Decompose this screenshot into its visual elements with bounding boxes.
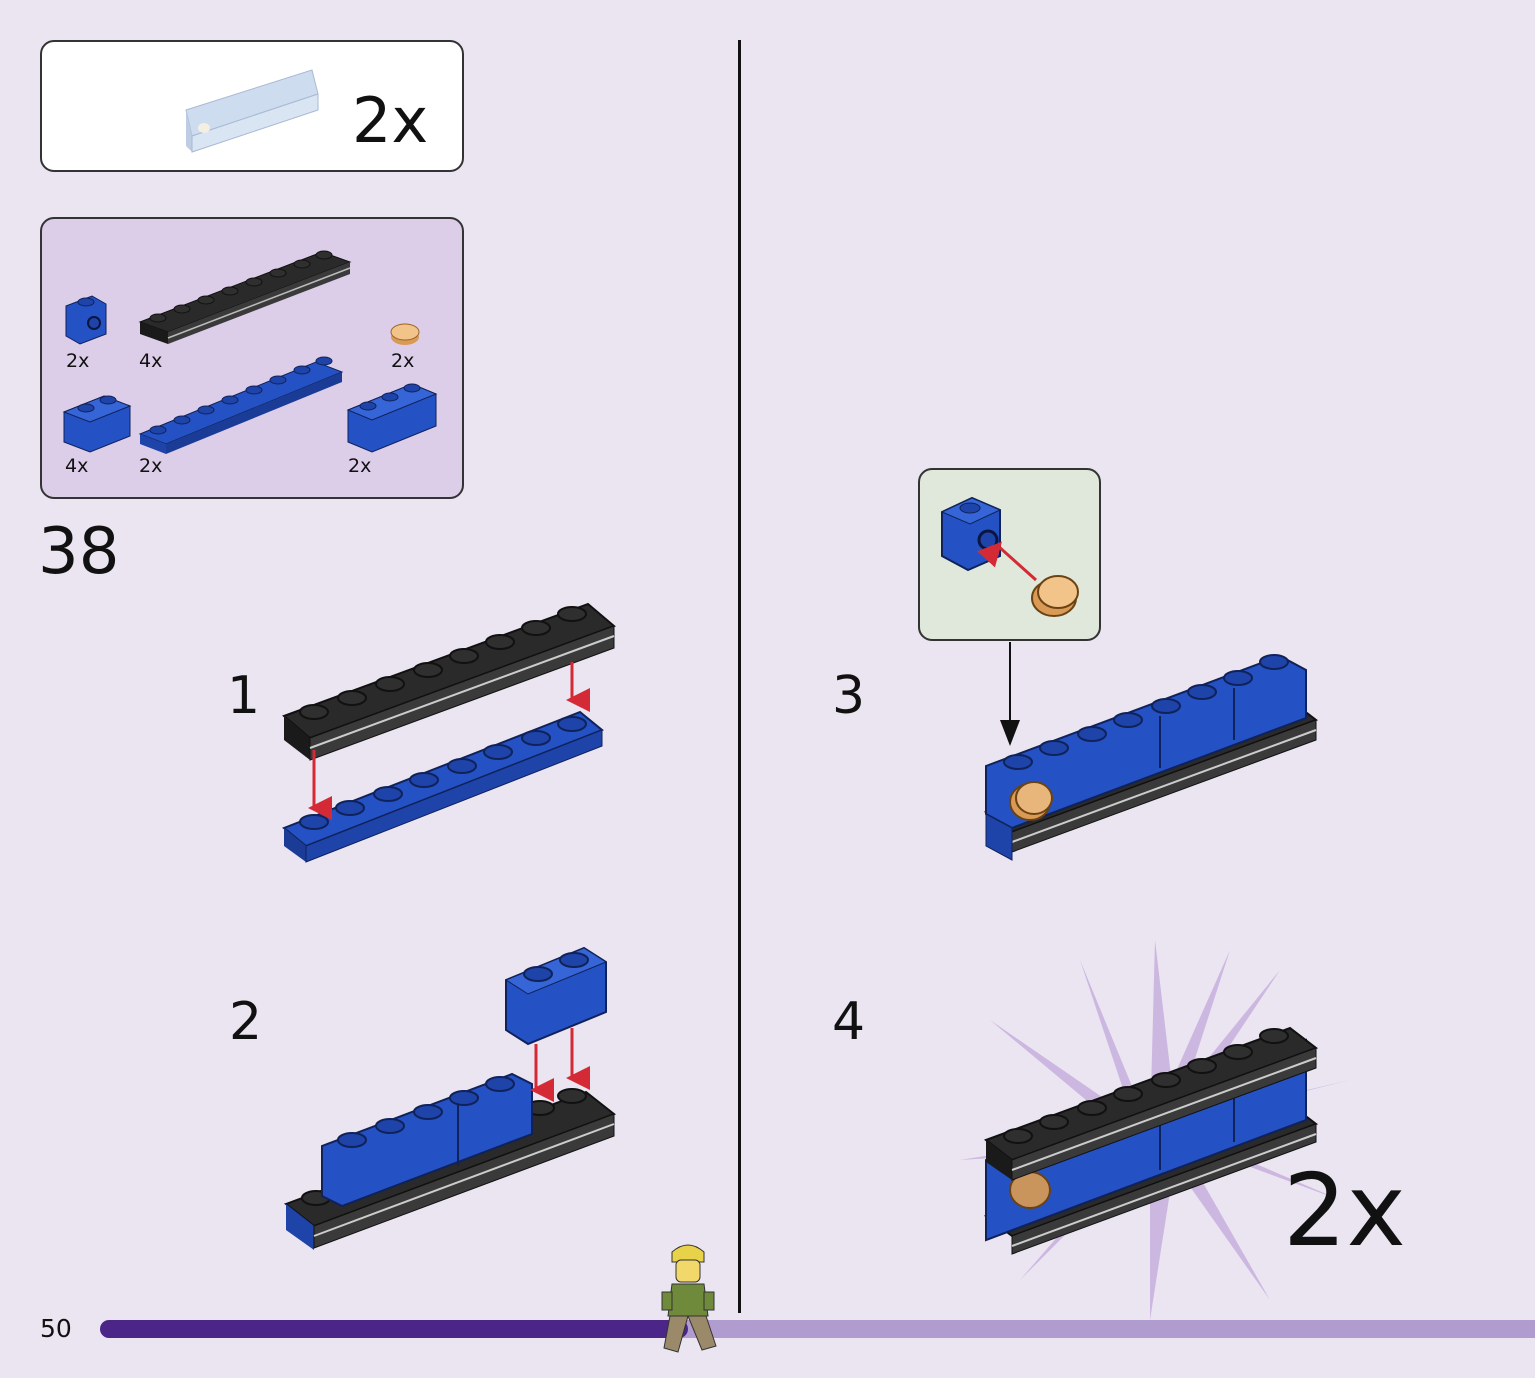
callout-illustration [940,496,1079,746]
build-step-number: 38 [38,515,120,589]
substep-number: 1 [227,666,261,726]
part-tan-round-tile-icon [390,323,420,345]
part-quantity: 2x [66,350,90,372]
part-quantity: 2x [139,455,163,477]
part-blue-1x2-brick-icon [62,395,132,453]
final-assembly-quantity: 2x [1283,1152,1406,1269]
parts-list-box [40,217,464,499]
page-number: 50 [40,1314,72,1343]
part-quantity: 2x [391,350,415,372]
result-preview-image [185,69,319,153]
substep-number: 2 [229,992,263,1052]
part-quantity: 2x [348,455,372,477]
result-quantity: 2x [352,84,429,157]
step-3-illustration [983,654,1319,861]
minifigure-progress-icon [661,1244,717,1353]
part-blue-1x3-brick-icon [346,383,438,453]
part-quantity: 4x [139,350,163,372]
progress-bar-completed [100,1320,688,1338]
step-1-illustration [282,602,616,863]
substep-number: 4 [832,992,866,1052]
step-4-illustration [983,1026,1319,1255]
part-quantity: 4x [65,455,89,477]
progress-bar-remaining [678,1320,1535,1338]
part-blue-1x1-brick-side-stud-icon [65,295,107,345]
substep-number: 3 [832,666,866,726]
part-black-plate-icon [138,250,352,344]
step-2-illustration [283,946,617,1250]
part-blue-plate-icon [138,356,344,454]
column-divider [738,40,741,1313]
